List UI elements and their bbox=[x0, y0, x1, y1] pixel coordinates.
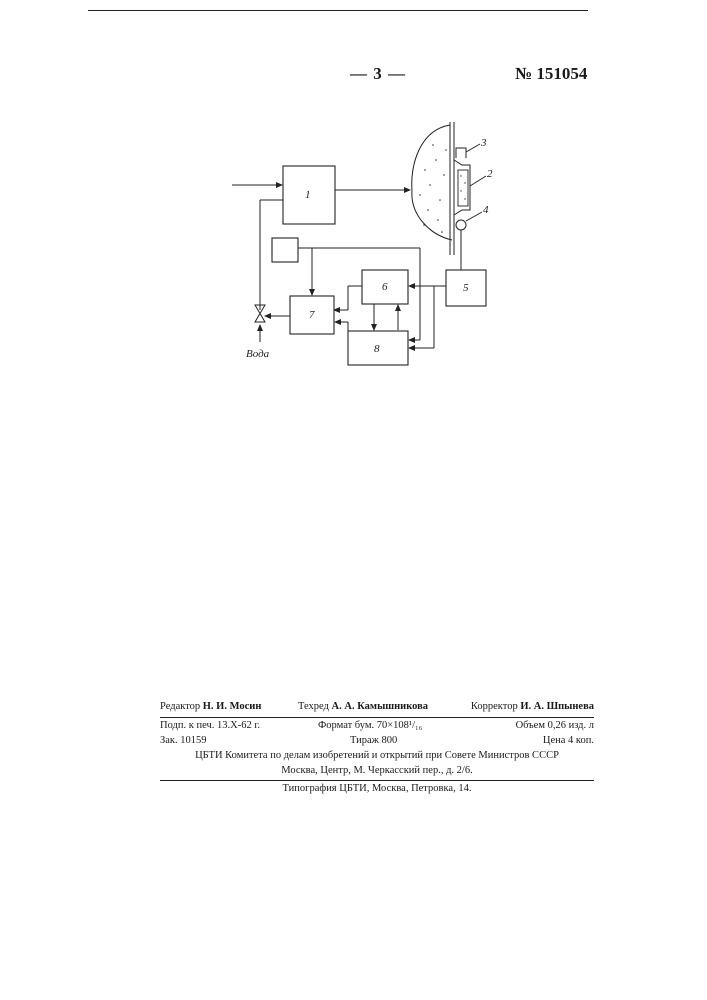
editor-role: Редактор bbox=[160, 701, 200, 712]
price: Цена 4 коп. bbox=[543, 735, 594, 746]
imprint-rule-1 bbox=[160, 717, 594, 718]
techeditor-role: Техред bbox=[298, 701, 329, 712]
block-6-label: 6 bbox=[382, 281, 388, 293]
imprint-rule-2 bbox=[160, 780, 594, 781]
order-number: Зак. 10159 bbox=[160, 735, 207, 746]
volume: Объем 0,26 изд. л bbox=[516, 720, 594, 731]
block-7-label: 7 bbox=[309, 309, 315, 321]
label-2: 2 bbox=[487, 168, 493, 180]
block-5-label: 5 bbox=[463, 282, 469, 294]
sensor-2 bbox=[458, 170, 468, 206]
label-4: 4 bbox=[483, 204, 489, 216]
furnace-outline bbox=[412, 125, 452, 240]
techeditor-name: А. А. Камышникова bbox=[332, 701, 429, 712]
paper-format: Формат бум. 70×108¹/₁₆ bbox=[318, 720, 422, 731]
sensor-4 bbox=[456, 220, 466, 230]
corrector-name: И. А. Шпынева bbox=[520, 701, 594, 712]
water-label: Вода bbox=[246, 348, 270, 360]
block-8-label: 8 bbox=[374, 343, 380, 355]
block-diagram: 3 2 4 1 5 6 7 8 Вода bbox=[0, 0, 707, 420]
print-run: Тираж 800 bbox=[350, 735, 397, 746]
label-3: 3 bbox=[480, 137, 487, 149]
corrector-role: Корректор bbox=[471, 701, 518, 712]
printer: Типография ЦБТИ, Москва, Петровка, 14. bbox=[160, 783, 594, 794]
address: Москва, Центр, М. Черкасский пер., д. 2/… bbox=[160, 765, 594, 776]
furnace-dots bbox=[419, 144, 447, 233]
aux-block bbox=[272, 238, 298, 262]
block-1-label: 1 bbox=[305, 189, 311, 201]
publisher: ЦБТИ Комитета по делам изобретений и отк… bbox=[160, 750, 594, 761]
imprint-block: Редактор Н. И. Мосин Техред А. А. Камышн… bbox=[160, 701, 594, 801]
signed-date: Подп. к печ. 13.X-62 г. bbox=[160, 720, 260, 731]
part-3 bbox=[456, 148, 466, 158]
editor-name: Н. И. Мосин bbox=[203, 701, 262, 712]
